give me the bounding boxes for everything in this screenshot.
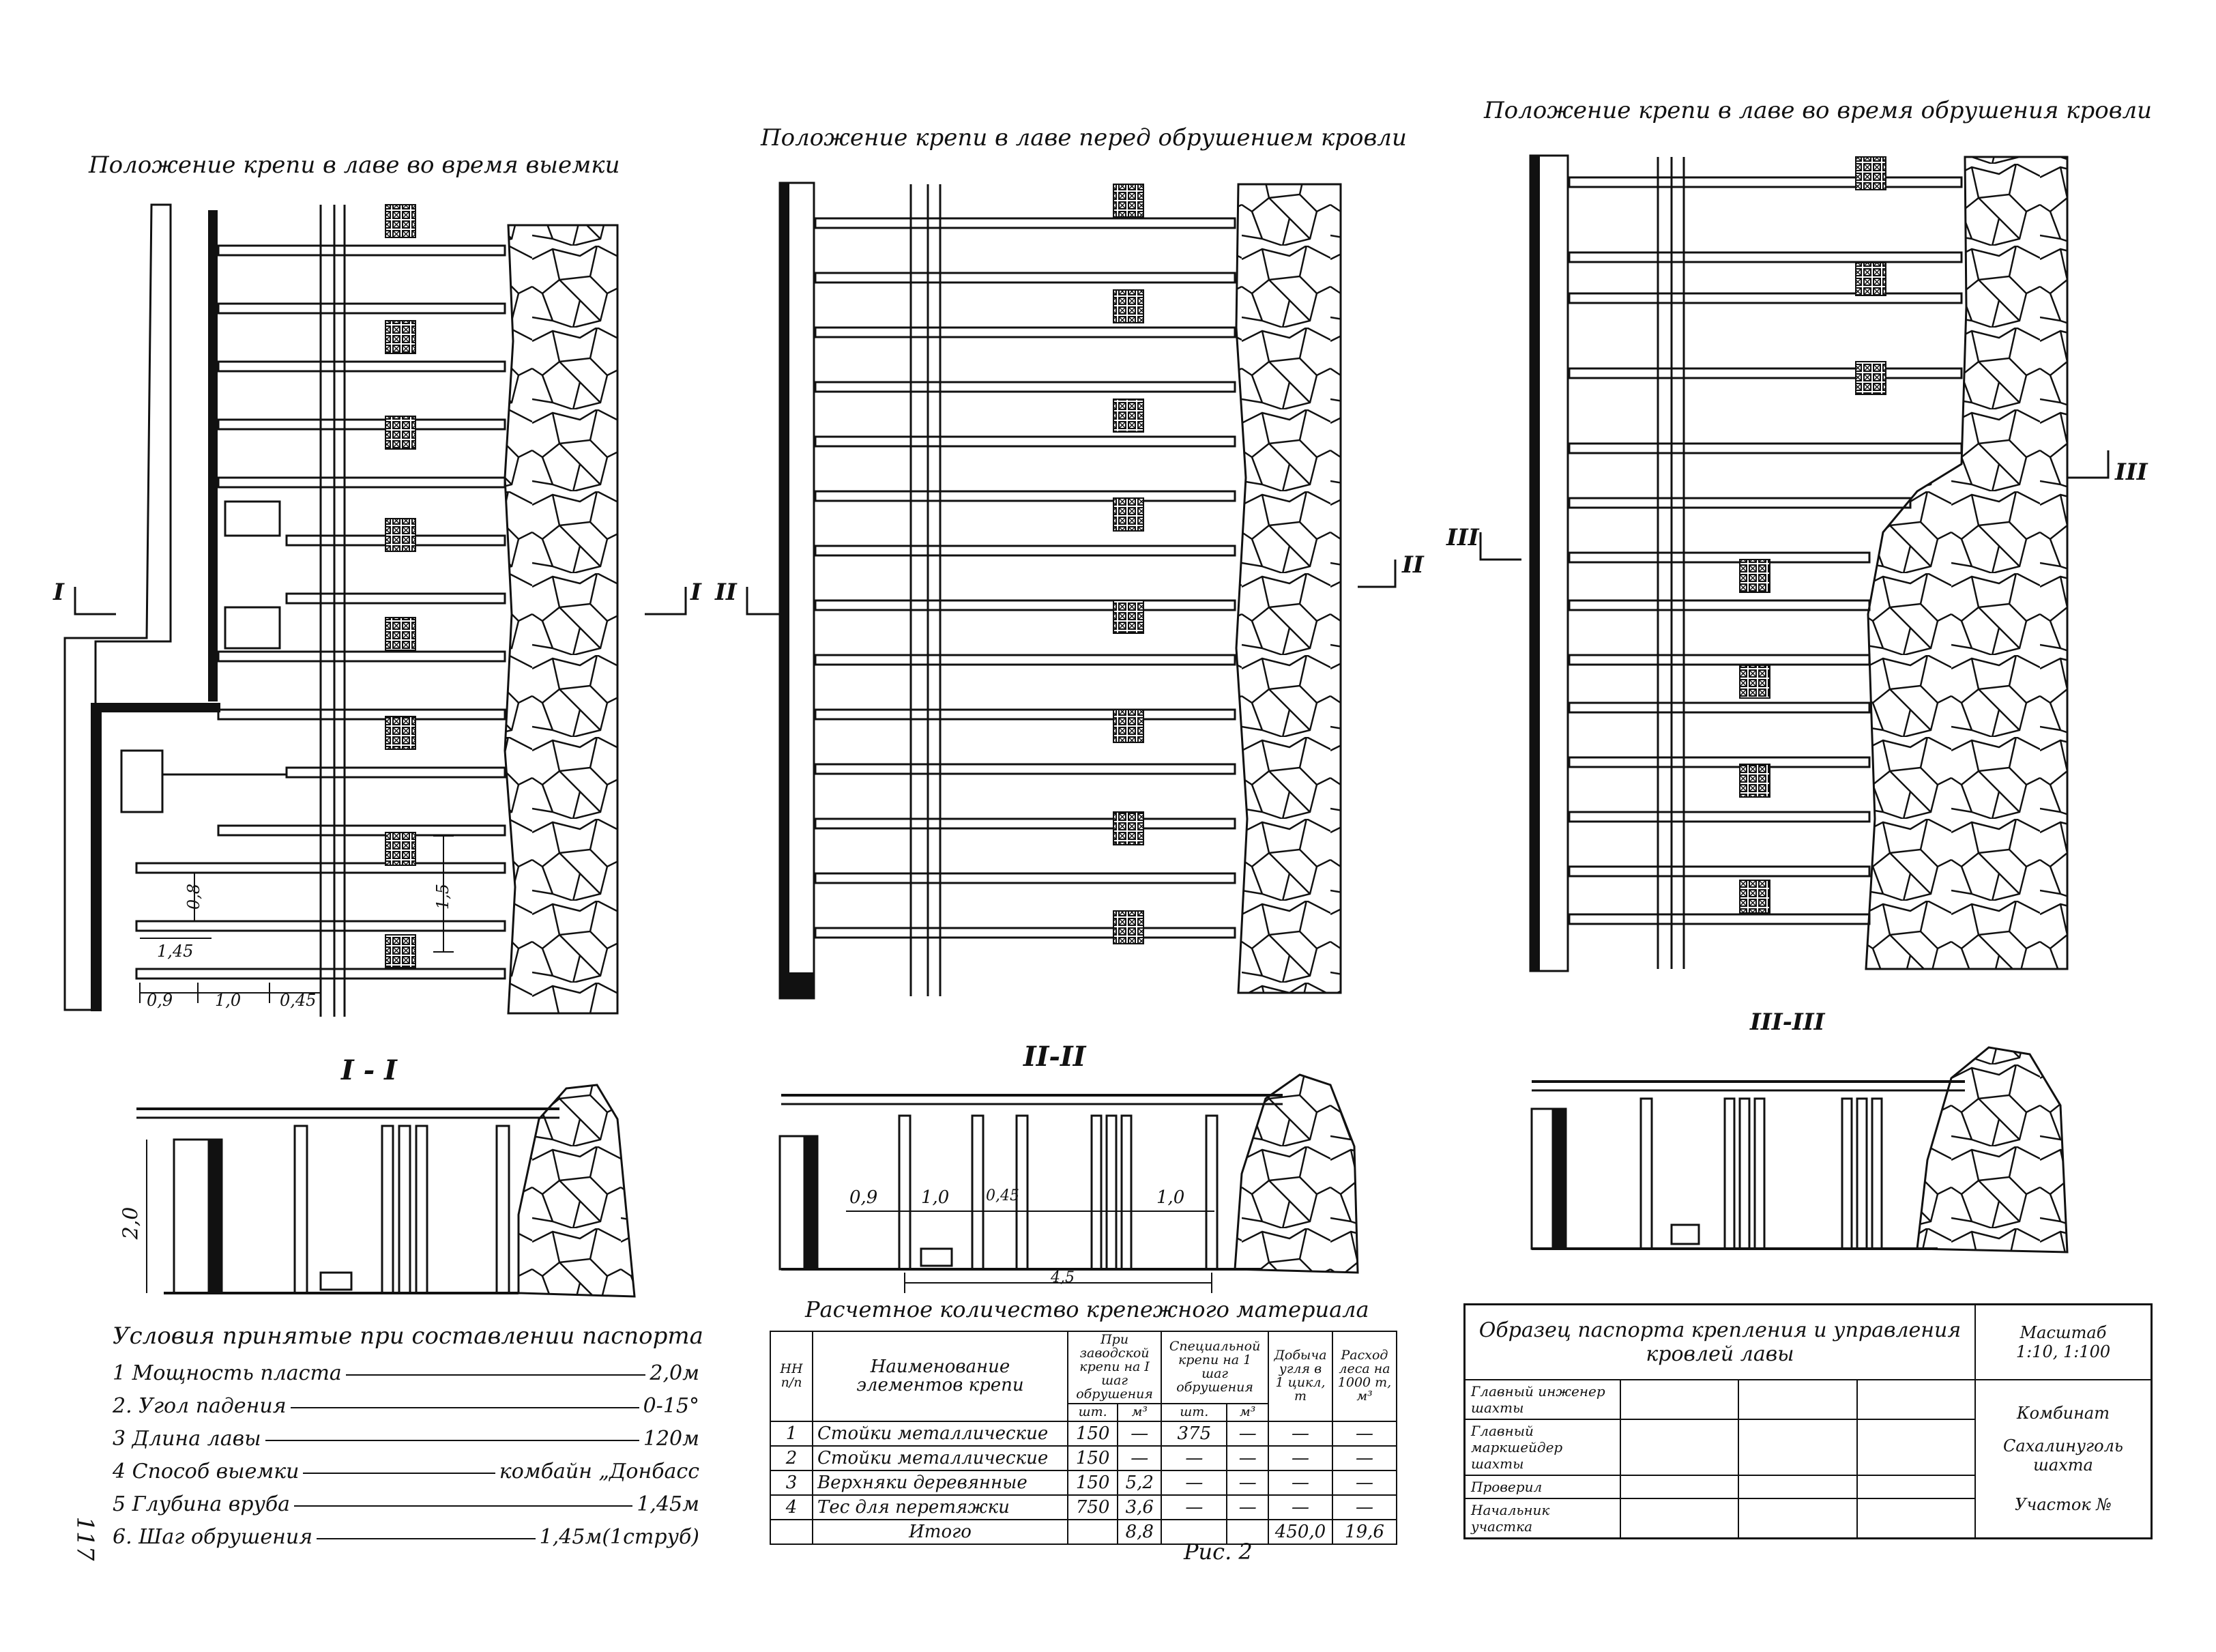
section-mark-3-left: III xyxy=(1446,524,1479,551)
section-1-height: 2,0 xyxy=(119,1206,143,1240)
col-group-factory: При заводской крепи на I шаг обрушения xyxy=(1066,1331,1163,1404)
plan-view-2 xyxy=(778,182,1342,1000)
section-mark-1-right: I xyxy=(690,579,701,606)
page-number: 117 xyxy=(71,1516,99,1561)
plan-view-1 xyxy=(63,203,619,1017)
section-2-dim-1-0: 1,0 xyxy=(921,1187,950,1208)
unit-sht-2: шт. xyxy=(1161,1402,1228,1422)
section-2-dim-1-0-b: 1,0 xyxy=(1156,1187,1185,1208)
section-mark-1-left: I xyxy=(53,579,64,606)
plan-dim-0-45: 0,45 xyxy=(280,991,317,1010)
section-2-label: II-II xyxy=(1023,1041,1086,1073)
plan-dim-0-9: 0,9 xyxy=(147,991,173,1010)
plan-dim-1-0: 1,0 xyxy=(215,991,242,1010)
col-name: Наименование элементов крепи xyxy=(812,1331,1068,1422)
stamp-role: Начальник участка xyxy=(1463,1497,1621,1539)
stamp-role: Проверил xyxy=(1463,1474,1621,1499)
section-2-total: 4,5 xyxy=(1051,1269,1075,1286)
col-coal: Добыча угля в 1 цикл, т xyxy=(1268,1331,1333,1422)
section-view-1 xyxy=(136,1084,636,1298)
section-2-dim-0-9: 0,9 xyxy=(849,1187,878,1208)
section-3-label: III-III xyxy=(1750,1009,1825,1036)
plan-dimension-lines xyxy=(139,835,454,1003)
figure-caption: Рис. 2 xyxy=(1184,1539,1253,1565)
stamp-role: Главный маркшейдер шахты xyxy=(1463,1418,1621,1476)
plan-dim-1-5: 1,5 xyxy=(433,883,453,910)
plan-dim-1-45: 1,45 xyxy=(157,942,194,961)
stamp-role: Главный инженер шахты xyxy=(1463,1378,1621,1420)
conditions-title: Условия принятые при составлении паспорт… xyxy=(113,1322,703,1350)
stamp-scale: Масштаб 1:10, 1:100 xyxy=(1974,1303,2153,1380)
unit-sht: шт. xyxy=(1066,1402,1119,1422)
section-view-3 xyxy=(1530,1046,2069,1254)
materials-table: НН п/п Наименование элементов крепи При … xyxy=(770,1331,1397,1545)
title-block: Образец паспорта крепления и управления … xyxy=(1463,1303,2153,1539)
unit-m3: м³ xyxy=(1117,1402,1163,1422)
section-mark-3-right: III xyxy=(2115,459,2148,486)
unit-m3-2: м³ xyxy=(1226,1402,1269,1422)
section-view-2 xyxy=(778,1073,1359,1293)
col-nn: НН п/п xyxy=(770,1331,813,1422)
materials-title: Расчетное количество крепежного материал… xyxy=(805,1296,1369,1322)
stamp-organization: Комбинат Сахалинуголь шахта Участок № xyxy=(1974,1378,2153,1539)
plan-dim-0-8: 0,8 xyxy=(184,883,204,910)
panel-3-title: Положение крепи в лаве во время обрушени… xyxy=(1484,97,2153,124)
section-mark-2-left: II xyxy=(715,579,737,606)
panel-1-title: Положение крепи в лаве во время выемки xyxy=(89,151,620,179)
section-1-label: I - I xyxy=(341,1054,397,1086)
stamp-title: Образец паспорта крепления и управления … xyxy=(1463,1303,1976,1380)
section-mark-2-right: II xyxy=(1402,551,1424,579)
col-group-special: Специальной крепи на 1 шаг обрушения xyxy=(1161,1331,1269,1404)
col-wood: Расход леса на 1000 т, м³ xyxy=(1332,1331,1397,1422)
plan-view-3 xyxy=(1529,154,2069,972)
panel-2-title: Положение крепи в лаве перед обрушением … xyxy=(761,124,1407,151)
section-2-dim-0-45: 0,45 xyxy=(986,1187,1019,1204)
section-markers xyxy=(74,450,2110,615)
